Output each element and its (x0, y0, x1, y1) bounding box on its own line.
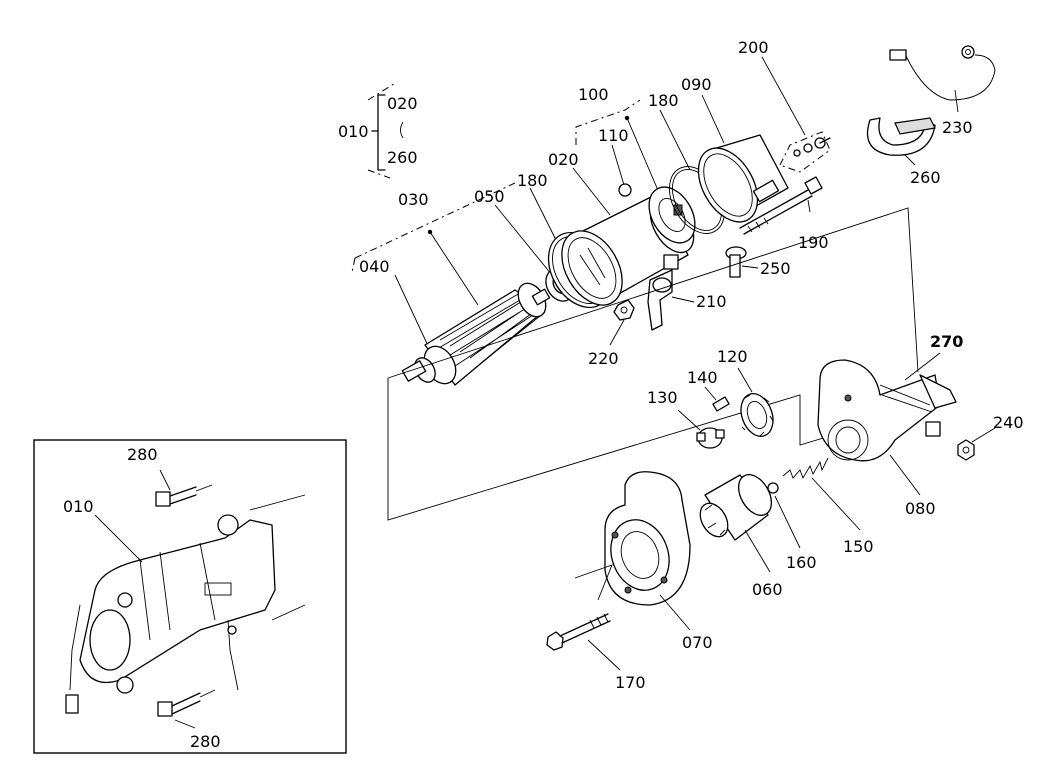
label-020-brace: 020 (387, 94, 418, 113)
through-bolt-170 (546, 613, 621, 671)
nut-set-200 (761, 56, 831, 173)
label-220: 220 (588, 349, 619, 368)
label-070: 070 (682, 633, 713, 652)
label-280-top: 280 (127, 445, 158, 464)
leader-080 (889, 454, 921, 496)
label-180-left: 180 (517, 171, 548, 190)
label-030: 030 (398, 190, 429, 209)
label-020: 020 (548, 150, 579, 169)
clutch-130 (677, 409, 725, 449)
label-050: 050 (474, 187, 505, 206)
label-060: 060 (752, 580, 783, 599)
band-260 (866, 117, 936, 166)
pin-140 (704, 386, 730, 412)
front-bracket-070 (574, 471, 691, 631)
terminal-nut-240 (925, 421, 996, 461)
label-280-bottom: 280 (190, 732, 221, 751)
label-200: 200 (738, 38, 769, 57)
lever-210 (647, 269, 695, 331)
pinion-060 (699, 474, 773, 573)
label-130: 130 (647, 388, 678, 407)
gear-120 (737, 367, 774, 437)
label-110: 110 (598, 126, 629, 145)
label-250: 250 (760, 259, 791, 278)
spring-150 (782, 457, 861, 531)
label-100: 100 (578, 85, 609, 104)
label-170: 170 (615, 673, 646, 692)
label-230: 230 (942, 118, 973, 137)
label-140: 140 (687, 368, 718, 387)
armature-040 (351, 182, 551, 386)
label-080: 080 (905, 499, 936, 518)
label-010-inset: 010 (63, 497, 94, 516)
screw-250 (725, 246, 759, 278)
label-180-right: 180 (648, 91, 679, 110)
label-240: 240 (993, 413, 1024, 432)
inset-box (33, 439, 347, 754)
label-260: 260 (910, 168, 941, 187)
rear-cover-090 (697, 94, 789, 223)
assembly-outline (387, 207, 919, 521)
label-270: 270 (930, 332, 963, 351)
label-160: 160 (786, 553, 817, 572)
magnetic-switch-270 (817, 352, 957, 462)
nut-220 (609, 299, 635, 346)
label-210: 210 (696, 292, 727, 311)
label-090: 090 (681, 75, 712, 94)
label-190: 190 (798, 233, 829, 252)
label-010-brace: 010 (338, 122, 369, 141)
lead-wire-230 (889, 45, 996, 113)
label-150: 150 (843, 537, 874, 556)
bolt-190 (739, 176, 823, 235)
ball-160 (767, 482, 801, 549)
brush-holder-100 (575, 99, 696, 244)
assembly-brace-010 (367, 81, 404, 179)
label-260-brace: 260 (387, 148, 418, 167)
label-040: 040 (359, 257, 390, 276)
label-120: 120 (717, 347, 748, 366)
